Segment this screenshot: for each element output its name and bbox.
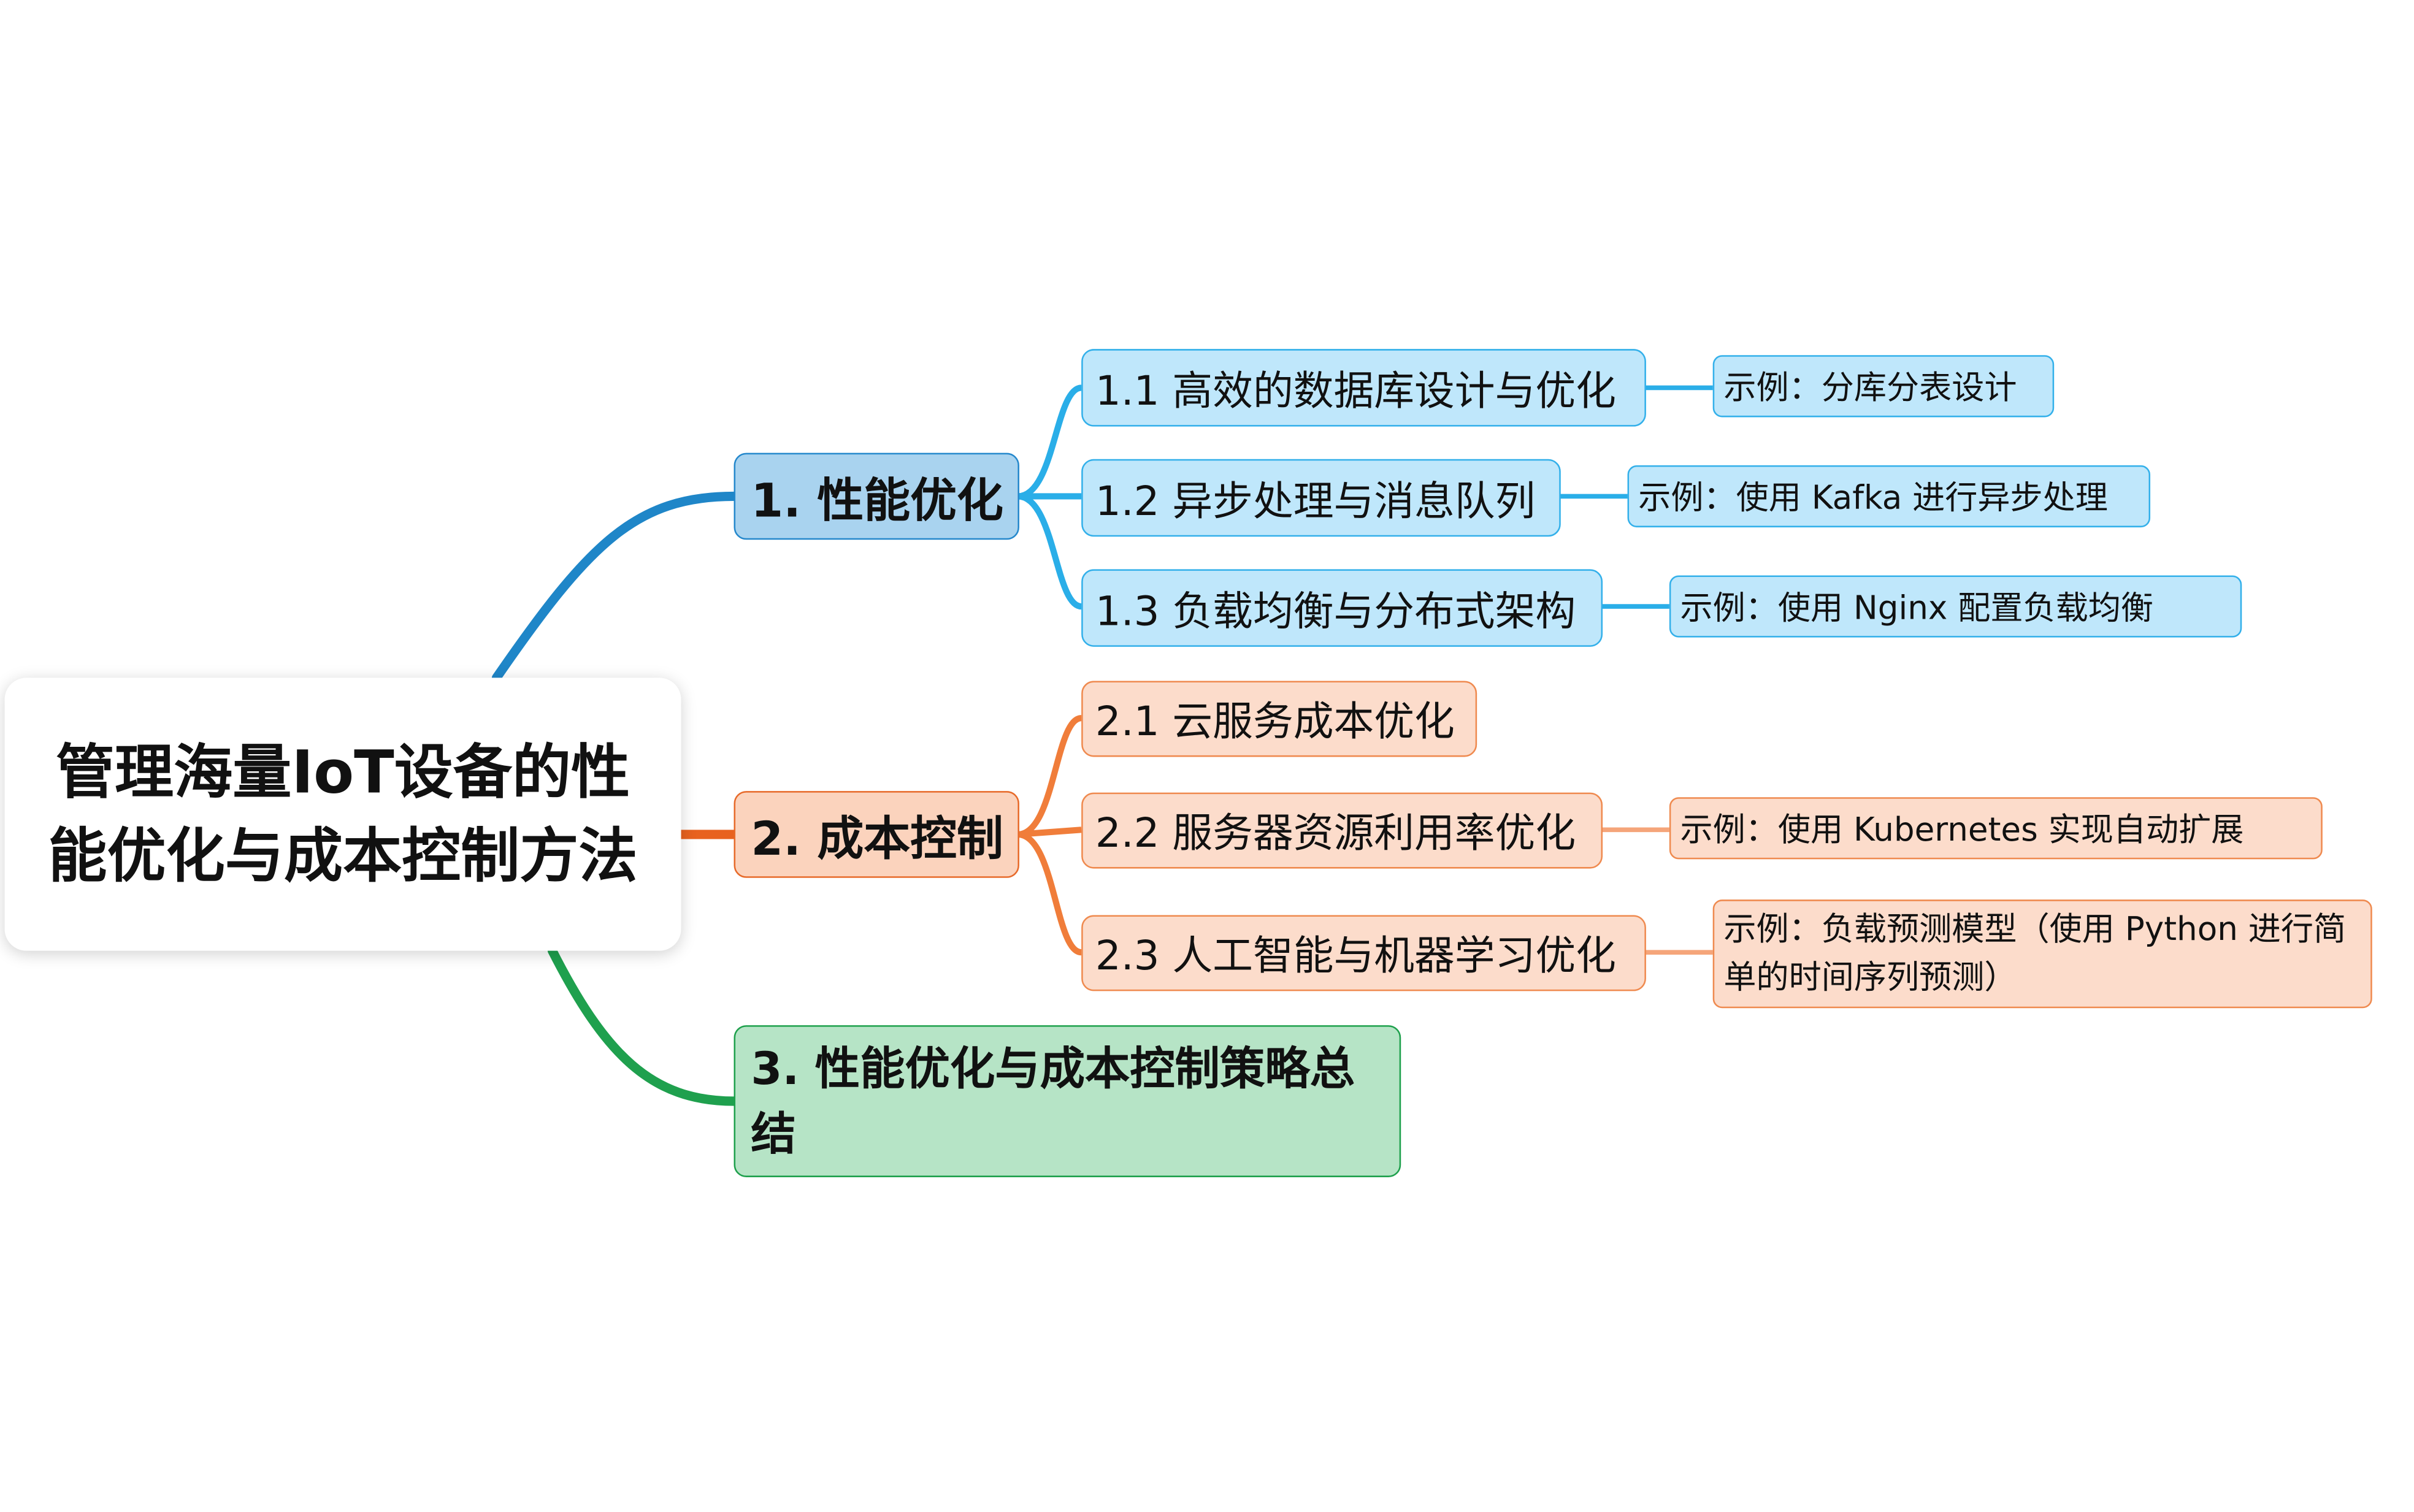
- branch-strategy-summary[interactable]: 3. 性能优化与成本控制策略总结: [734, 1025, 1401, 1177]
- branch-label: 2. 成本控制: [751, 812, 1003, 868]
- topic-1-2[interactable]: 1.2 异步处理与消息队列: [1081, 459, 1561, 537]
- topic-label: 1.2 异步处理与消息队列: [1095, 478, 1536, 525]
- example-label: 示例：使用 Kafka 进行异步处理: [1638, 479, 2108, 517]
- branch-label: 3. 性能优化与成本控制策略总结: [751, 1042, 1355, 1161]
- connector-b2-c3: [1017, 831, 1082, 956]
- connector-b1-c1: [1017, 384, 1082, 500]
- topic-2-1[interactable]: 2.1 云服务成本优化: [1081, 681, 1477, 757]
- topic-1-3[interactable]: 1.3 负载均衡与分布式架构: [1081, 569, 1603, 647]
- branch-performance-optimization[interactable]: 1. 性能优化: [734, 452, 1019, 540]
- connector-root-branch3: [547, 946, 739, 1106]
- connector-b1-c3: [1017, 493, 1082, 610]
- example-label: 示例：分库分表设计: [1723, 369, 2017, 407]
- example-label: 示例：使用 Kubernetes 实现自动扩展: [1680, 811, 2244, 849]
- example-1-3[interactable]: 示例：使用 Nginx 配置负载均衡: [1669, 575, 2242, 638]
- root-topic[interactable]: 管理海量IoT设备的性能优化与成本控制方法: [4, 678, 681, 951]
- topic-label: 2.2 服务器资源利用率优化: [1095, 811, 1576, 858]
- example-2-2[interactable]: 示例：使用 Kubernetes 实现自动扩展: [1669, 797, 2323, 860]
- topic-2-3[interactable]: 2.3 人工智能与机器学习优化: [1081, 915, 1646, 991]
- topic-label: 1.1 高效的数据库设计与优化: [1095, 368, 1616, 415]
- example-label: 示例：负载预测模型（使用 Python 进行简单的时间序列预测）: [1723, 910, 2347, 996]
- topic-label: 2.1 云服务成本优化: [1095, 699, 1455, 746]
- connector-root-branch1: [491, 491, 739, 683]
- example-1-1[interactable]: 示例：分库分表设计: [1712, 355, 2055, 418]
- connector-b2-c1: [1017, 715, 1082, 838]
- connector-b2-c2: [1017, 827, 1082, 838]
- example-1-2[interactable]: 示例：使用 Kafka 进行异步处理: [1627, 465, 2151, 528]
- example-label: 示例：使用 Nginx 配置负载均衡: [1680, 589, 2154, 627]
- topic-label: 1.3 负载均衡与分布式架构: [1095, 588, 1576, 635]
- example-2-3[interactable]: 示例：负载预测模型（使用 Python 进行简单的时间序列预测）: [1712, 899, 2372, 1009]
- topic-2-2[interactable]: 2.2 服务器资源利用率优化: [1081, 792, 1603, 869]
- root-topic-label: 管理海量IoT设备的性能优化与成本控制方法: [48, 738, 638, 890]
- branch-cost-control[interactable]: 2. 成本控制: [734, 791, 1019, 878]
- branch-label: 1. 性能优化: [751, 475, 1003, 529]
- topic-1-1[interactable]: 1.1 高效的数据库设计与优化: [1081, 349, 1646, 427]
- topic-label: 2.3 人工智能与机器学习优化: [1095, 933, 1616, 980]
